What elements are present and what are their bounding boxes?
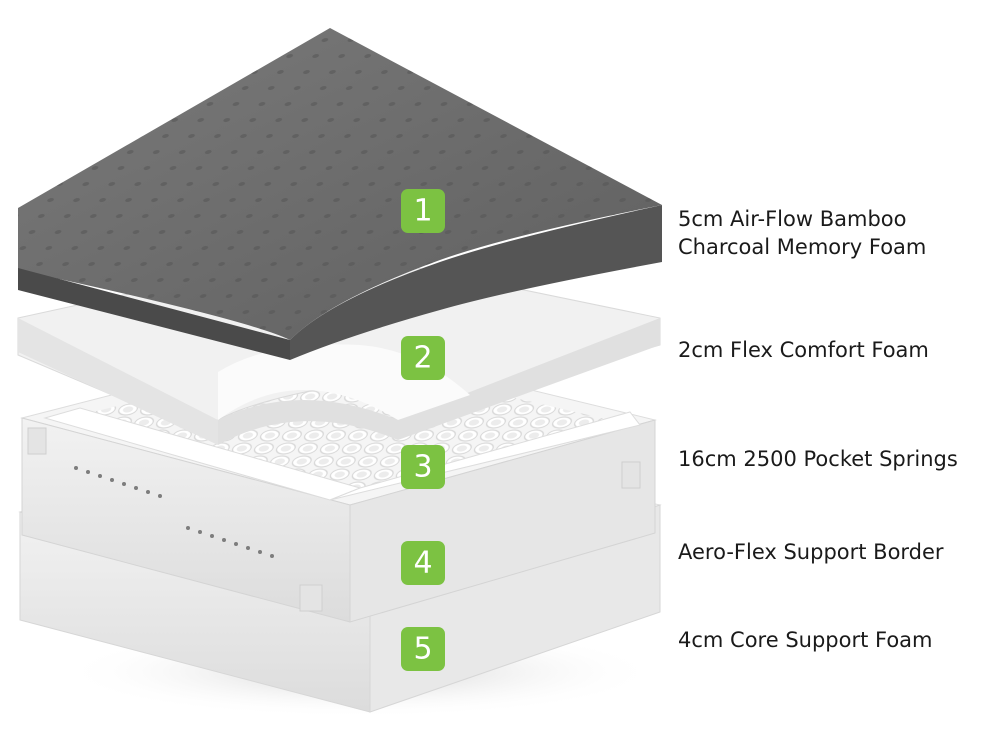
layer-1-label-line1: 5cm Air-Flow Bamboo	[678, 207, 907, 231]
layer-1-charcoal-foam	[18, 28, 662, 360]
layer-1-label-line2: Charcoal Memory Foam	[678, 235, 927, 259]
vent-holes	[74, 466, 274, 558]
badge-5: 5	[401, 627, 445, 671]
badge-4: 4	[401, 541, 445, 585]
badge-2: 2	[401, 336, 445, 380]
badge-5-number: 5	[413, 632, 432, 667]
badge-3: 3	[401, 445, 445, 489]
layer-5-label: 4cm Core Support Foam	[678, 628, 933, 652]
badge-2-number: 2	[413, 341, 432, 376]
badge-4-number: 4	[413, 546, 432, 581]
layer-2-label: 2cm Flex Comfort Foam	[678, 338, 929, 362]
layer-4-label: Aero-Flex Support Border	[678, 540, 944, 564]
layer-1-label: 5cm Air-Flow Bamboo Charcoal Memory Foam	[678, 205, 926, 261]
badge-1: 1	[401, 189, 445, 233]
badge-3-number: 3	[413, 450, 432, 485]
layer-3-label: 16cm 2500 Pocket Springs	[678, 447, 958, 471]
badge-1-number: 1	[413, 194, 432, 229]
